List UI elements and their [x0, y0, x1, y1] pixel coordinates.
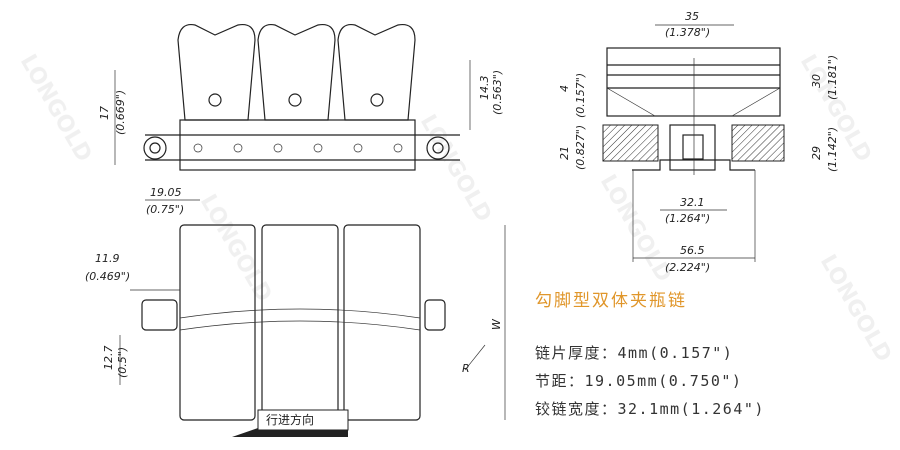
hinge-width-dim-in: (1.264") [665, 212, 710, 225]
top-view: 11.9 (0.469") 12.7 (0.5") W R 行进方向 [85, 224, 506, 437]
side-view: 17 (0.669") 14.3 (0.563") 19.05 (0.75") [98, 23, 504, 216]
base-width-dim-in: (2.224") [665, 261, 710, 274]
svg-text:LONGOLD: LONGOLD [415, 111, 496, 227]
pin-offset-dim-in: (0.469") [85, 270, 130, 283]
lower-height-dim-in: (1.142") [826, 127, 839, 172]
total-height-dim-in: (1.181") [826, 55, 839, 100]
svg-text:LONGOLD: LONGOLD [595, 171, 676, 287]
top-width-dim-in: (1.378") [665, 26, 710, 39]
base-height-dim: 21 [558, 146, 571, 160]
spec-hinge-width: 铰链宽度：32.1mm(1.264") [535, 400, 765, 418]
side-height-dim: 17 [98, 106, 111, 120]
radius-dim: R [462, 362, 470, 375]
spec-plate-thickness: 链片厚度：4mm(0.157") [535, 344, 734, 362]
pitch-dim-in: (0.75") [146, 203, 184, 216]
direction-arrow: 行进方向 [232, 409, 349, 437]
side-height-dim-in: (0.669") [114, 90, 127, 135]
svg-text:LONGOLD: LONGOLD [195, 191, 276, 307]
plate-thick-dim-in: (0.157") [574, 73, 587, 118]
top-width-dim: 35 [685, 10, 699, 23]
hook-height-dim: 14.3 [478, 76, 491, 101]
pitch-dim: 19.05 [150, 186, 182, 199]
spec-pitch: 节距：19.05mm(0.750") [535, 372, 743, 390]
base-width-dim: 56.5 [680, 244, 705, 257]
width-dim: W [490, 318, 503, 330]
hook-links [177, 23, 416, 121]
svg-text:LONGOLD: LONGOLD [15, 51, 96, 167]
lower-height-dim: 29 [810, 146, 823, 160]
direction-label: 行进方向 [266, 412, 314, 427]
pin-len-dim-in: (0.5") [116, 347, 129, 378]
pin-offset-dim: 11.9 [95, 252, 120, 265]
base-height-dim-in: (0.827") [574, 125, 587, 170]
pin-len-dim: 12.7 [102, 346, 115, 371]
total-height-dim: 30 [810, 74, 823, 88]
svg-text:LONGOLD: LONGOLD [815, 251, 896, 367]
section-view: 35 (1.378") 4 (0.157") 21 (0.827") 30 (1… [558, 10, 839, 274]
hinge-width-dim: 32.1 [680, 196, 705, 209]
product-title: 勾脚型双体夹瓶链 [535, 291, 687, 311]
hook-height-dim-in: (0.563") [491, 70, 504, 115]
plate-thick-dim: 4 [558, 85, 571, 92]
